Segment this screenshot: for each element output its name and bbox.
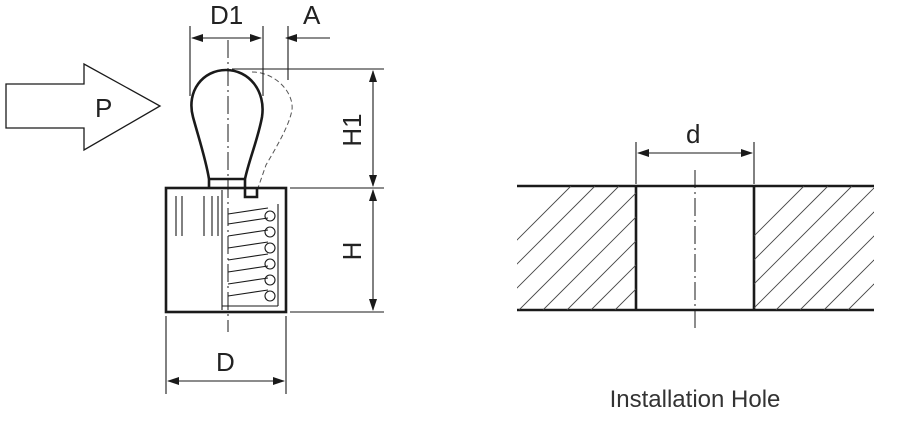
a-label: A [303, 0, 321, 30]
force-label-p: P [95, 93, 112, 123]
dimension-d: D [165, 316, 287, 394]
dimension-hole-d: d [635, 119, 755, 184]
force-arrow-p: P [5, 62, 162, 152]
h-label: H [337, 242, 367, 261]
hatch-left-wall [517, 186, 636, 310]
hole-d-label: d [686, 119, 700, 149]
d-label: D [216, 347, 235, 377]
installation-hole-section: d Installation Hole [517, 119, 874, 413]
installation-hole-caption: Installation Hole [610, 386, 781, 413]
plunger-body [164, 186, 288, 314]
d1-label: D1 [210, 0, 243, 30]
h1-label: H1 [337, 113, 367, 146]
dimension-h: H [290, 189, 384, 313]
dimension-h1: H1 [232, 68, 384, 189]
dimension-a: A [285, 0, 330, 80]
plunger-side-view: P [5, 0, 384, 394]
dimension-d1: D1 [189, 0, 264, 96]
spring-coils [227, 207, 276, 302]
hatch-right-wall [754, 186, 874, 310]
lever-handle [190, 68, 293, 189]
